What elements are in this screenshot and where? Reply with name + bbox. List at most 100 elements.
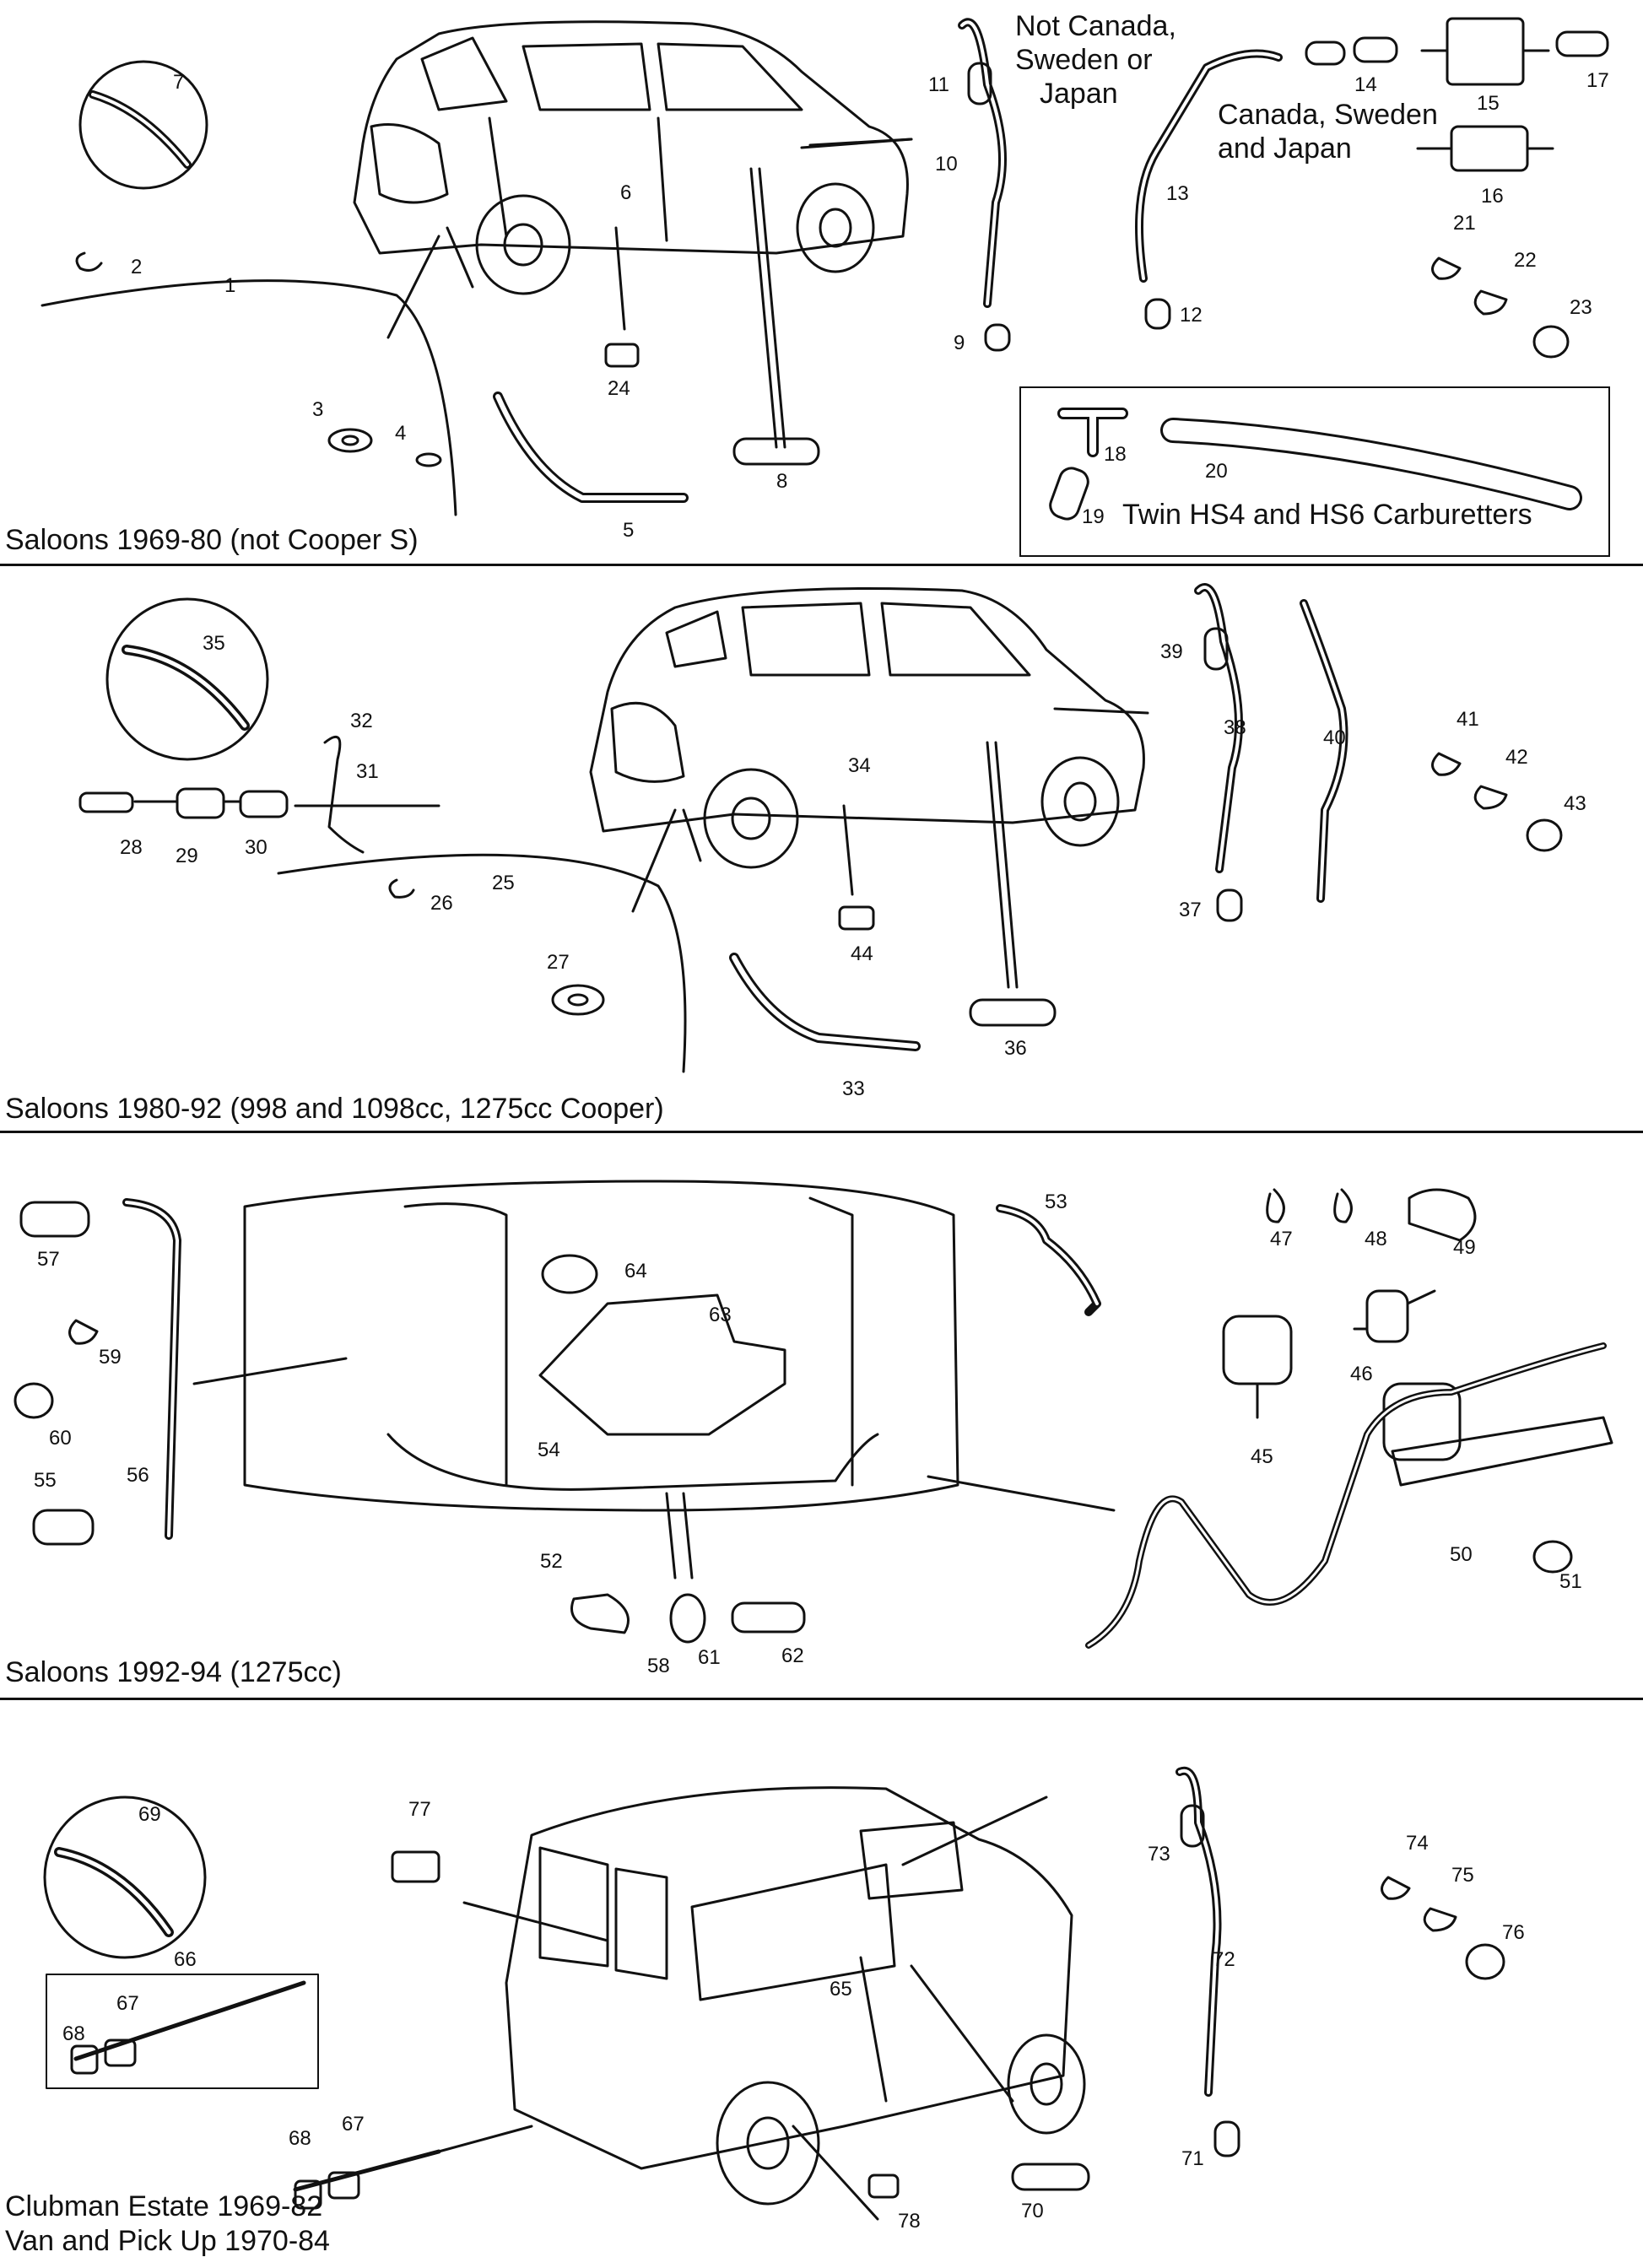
- callout-52: 52: [540, 1550, 563, 1573]
- callout-23: 23: [1570, 296, 1592, 319]
- callout-10: 10: [935, 153, 958, 176]
- clip-43: [1526, 818, 1563, 852]
- section-4-drawings: [43, 1766, 1505, 2221]
- grommet-4: [415, 452, 442, 467]
- callout-41: 41: [1457, 708, 1479, 731]
- note-twin-carbs: Twin HS4 and HS6 Carburetters: [1122, 499, 1532, 531]
- fuel-filter-16: [1416, 125, 1554, 172]
- section-caption-1: Saloons 1969-80 (not Cooper S): [5, 524, 419, 556]
- callout-68: 68: [62, 2022, 85, 2045]
- callout-73: 73: [1148, 1843, 1170, 1866]
- section-divider-1: [0, 564, 1643, 566]
- callout-59: 59: [99, 1346, 122, 1369]
- callout-48: 48: [1365, 1228, 1387, 1250]
- callout-65: 65: [830, 1978, 852, 2001]
- callout-61: 61: [698, 1646, 721, 1669]
- saloon-car-1969: [353, 20, 909, 295]
- note-not-canada-line2: Sweden or: [1015, 44, 1153, 76]
- callout-45: 45: [1251, 1445, 1273, 1468]
- tank-plate-63: [538, 1293, 786, 1436]
- sleeve-37: [1216, 888, 1243, 922]
- callout-64: 64: [624, 1260, 647, 1282]
- callout-7: 7: [173, 71, 184, 94]
- hose-62: [731, 1601, 806, 1634]
- sleeve-11: [967, 62, 992, 105]
- clip-23: [1532, 325, 1570, 359]
- callout-46: 46: [1350, 1363, 1373, 1385]
- callout-43: 43: [1564, 792, 1586, 815]
- clip-75: [1423, 1907, 1457, 1932]
- callout-38: 38: [1224, 716, 1246, 739]
- note-canada-line1: Canada, Sweden: [1218, 99, 1438, 131]
- callout-27: 27: [547, 951, 570, 974]
- bracket-50: [1391, 1416, 1613, 1487]
- clip-58: [570, 1593, 630, 1634]
- sleeve-57: [19, 1201, 90, 1238]
- clip-77: [391, 1850, 440, 1883]
- clip-60: [14, 1382, 54, 1419]
- callout-18: 18: [1104, 443, 1127, 466]
- pipe-detail-magnifier-7: [78, 60, 208, 190]
- callout-75: 75: [1451, 1864, 1474, 1887]
- twin-carb-inset-frame: [1019, 386, 1610, 557]
- clip-26: [388, 878, 415, 899]
- callout-58: 58: [647, 1655, 670, 1677]
- fuel-pipe-1: [41, 279, 457, 516]
- saloon-underside-1992: [243, 1180, 959, 1512]
- hose-70: [1011, 2163, 1090, 2191]
- t-piece-18: [1057, 408, 1128, 457]
- callout-numbers: 1 2 3 4 5 6 7 8 9 10 11 12 13 14 15 16 1…: [34, 69, 1609, 2233]
- clip-59: [68, 1319, 99, 1345]
- sleeve-14b: [1353, 36, 1398, 63]
- sleeve-17: [1555, 30, 1609, 57]
- callout-37: 37: [1179, 899, 1202, 921]
- sleeve-71: [1213, 2120, 1240, 2157]
- callout-51: 51: [1559, 1570, 1582, 1593]
- estate-car: [505, 1786, 1086, 2206]
- filler-cap-64: [541, 1254, 598, 1294]
- clip-48: [1333, 1188, 1353, 1223]
- clip-2: [75, 251, 103, 272]
- callout-5: 5: [623, 519, 634, 542]
- callout-12: 12: [1180, 304, 1203, 327]
- grommet-61: [669, 1593, 706, 1644]
- section-caption-4a: Clubman Estate 1969-82: [5, 2190, 323, 2222]
- callout-36: 36: [1004, 1037, 1027, 1060]
- callout-3: 3: [312, 398, 323, 421]
- callout-14: 14: [1354, 73, 1377, 96]
- sleeve-12: [1144, 298, 1171, 330]
- callout-15: 15: [1477, 92, 1500, 115]
- callout-19: 19: [1082, 505, 1105, 528]
- sleeve-9: [984, 323, 1011, 352]
- drain-67-68-loose: [293, 2149, 441, 2210]
- hose-33: [729, 953, 921, 1051]
- clip-74: [1381, 1876, 1411, 1900]
- callout-71: 71: [1181, 2147, 1204, 2170]
- callout-70: 70: [1021, 2200, 1044, 2222]
- callout-42: 42: [1505, 746, 1528, 769]
- callout-76: 76: [1502, 1921, 1525, 1944]
- section-divider-3: [0, 1698, 1643, 1700]
- twin-carb-pipe-20: [1160, 418, 1582, 510]
- filter-parts-28-30: [78, 735, 365, 854]
- clip-21: [1431, 256, 1462, 280]
- grommet-3: [327, 428, 373, 453]
- saloon-car-1980: [589, 587, 1145, 869]
- section-caption-4b: Van and Pick Up 1970-84: [5, 2225, 330, 2257]
- callout-24: 24: [608, 377, 630, 400]
- callout-20: 20: [1205, 460, 1228, 483]
- section-2-drawings: [78, 583, 1563, 1073]
- callout-72: 72: [1213, 1948, 1235, 1971]
- callout-22: 22: [1514, 249, 1537, 272]
- pipe-53: [996, 1204, 1101, 1316]
- fuel-pipe-25: [277, 853, 687, 1073]
- sleeve-39: [1203, 627, 1229, 671]
- callout-78: 78: [898, 2210, 921, 2233]
- pipe-detail-magnifier-69: [43, 1796, 207, 1959]
- clip-47: [1266, 1188, 1285, 1223]
- clip-49: [1408, 1188, 1477, 1242]
- callout-63: 63: [709, 1304, 732, 1326]
- fuel-filter-15: [1420, 17, 1550, 86]
- callout-2: 2: [131, 256, 142, 278]
- clip-22: [1473, 289, 1508, 316]
